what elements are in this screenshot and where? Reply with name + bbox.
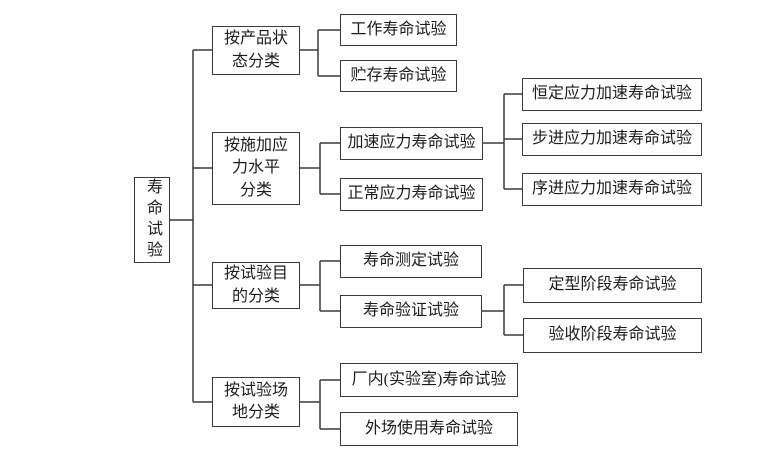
category-stress-level: 按施加应 力水平 分类 bbox=[212, 132, 300, 205]
category-test-site: 按试验场 地分类 bbox=[212, 377, 300, 427]
connector-branch2-fork bbox=[300, 142, 340, 195]
node-storage-life-test: 贮存寿命试验 bbox=[340, 60, 457, 92]
connector-branch1-fork bbox=[300, 29, 340, 77]
category-test-purpose: 按试验目 的分类 bbox=[212, 262, 300, 309]
node-constant-stress-accelerated-test: 恒定应力加速寿命试验 bbox=[522, 78, 702, 111]
node-progressive-stress-accelerated-test: 序进应力加速寿命试验 bbox=[522, 173, 702, 206]
node-in-plant-lab-life-test: 厂内(实验室)寿命试验 bbox=[340, 363, 518, 397]
node-design-finalization-stage-test: 定型阶段寿命试验 bbox=[523, 268, 702, 303]
connector-branch3-fork bbox=[300, 260, 340, 312]
root-node-life-test: 寿命试验 bbox=[134, 177, 170, 263]
node-accelerated-stress-life-test: 加速应力寿命试验 bbox=[340, 127, 483, 160]
node-normal-stress-life-test: 正常应力寿命试验 bbox=[340, 178, 483, 211]
connector-verification-subfork bbox=[482, 284, 523, 336]
connector-accelerated-subfork bbox=[483, 93, 522, 190]
node-life-verification-test: 寿命验证试验 bbox=[340, 295, 482, 328]
connector-trunk bbox=[170, 49, 212, 403]
node-field-use-life-test: 外场使用寿命试验 bbox=[340, 412, 518, 446]
connector-branch4-fork bbox=[300, 379, 340, 430]
node-acceptance-stage-test: 验收阶段寿命试验 bbox=[523, 318, 702, 353]
node-working-life-test: 工作寿命试验 bbox=[340, 14, 457, 46]
category-product-state: 按产品状 态分类 bbox=[212, 26, 300, 75]
node-step-stress-accelerated-test: 步进应力加速寿命试验 bbox=[522, 123, 702, 156]
node-life-measurement-test: 寿命测定试验 bbox=[340, 245, 482, 278]
